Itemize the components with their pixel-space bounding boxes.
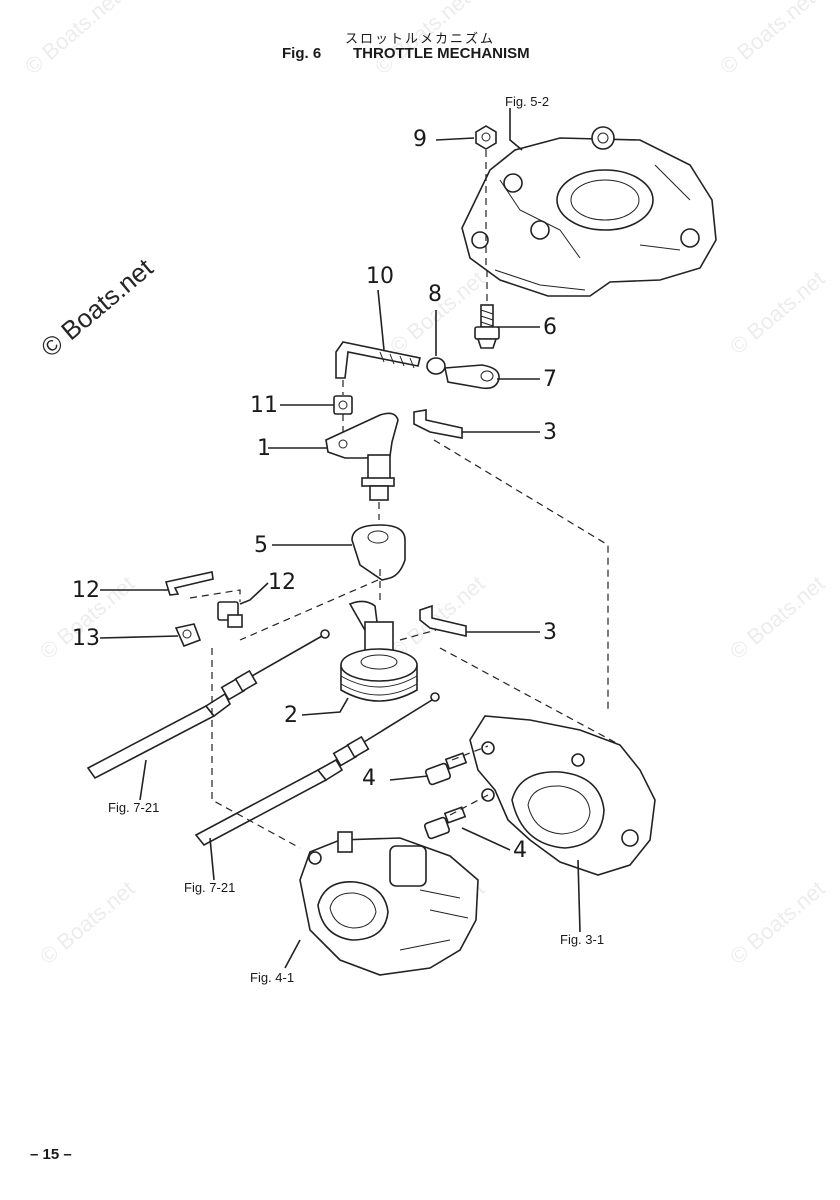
figure-label: Fig. 6 [282,45,322,62]
screw-6-part [474,304,500,349]
nut-9-part [475,125,497,150]
clip-12-small-part [217,601,243,628]
collar-5-part [351,524,406,581]
throttle-cable-lower [194,692,440,847]
callout-9: 9 [413,127,427,152]
ref-fig-7-21-upper: Fig. 7-21 [108,800,160,815]
ref-fig-4-1: Fig. 4-1 [250,970,295,985]
callout-3-lower: 3 [543,620,557,645]
throttle-cable-upper [86,629,330,780]
callout-6: 6 [543,315,557,340]
nut-11-part [333,395,353,415]
lever-1-part [325,412,399,501]
upper-housing-part [461,126,717,297]
manifold-part [469,715,656,876]
callout-5: 5 [254,533,268,558]
ref-fig-3-1: Fig. 3-1 [560,932,605,947]
rod-10-part [335,341,421,379]
washer-8-part [426,357,446,375]
callout-12-right: 12 [268,570,296,595]
callout-12-left: 12 [72,578,100,603]
swivel-13-part [174,623,202,648]
callout-13: 13 [72,626,100,651]
callout-7: 7 [543,367,557,392]
bracket-3-upper [413,409,463,439]
callout-4-lower: 4 [513,838,527,863]
title-japanese: スロットルメカニズム [344,31,495,46]
ref-fig-5-2: Fig. 5-2 [505,94,550,109]
link-7-part [444,364,500,390]
bolt-4-lower [423,806,467,840]
carburetor-part [299,831,479,976]
callout-1: 1 [257,436,271,461]
callout-11: 11 [250,393,278,418]
callout-2: 2 [284,703,298,728]
page-title: THROTTLE MECHANISM [353,45,530,62]
bolt-4-upper [424,752,468,786]
callout-3-upper: 3 [543,420,557,445]
callout-8: 8 [428,282,442,307]
clip-12-part [164,571,214,596]
page-number: – 15 – [30,1146,72,1163]
callout-4-upper: 4 [362,766,376,791]
bracket-3-lower [419,604,467,637]
pulley-2-part [340,600,418,702]
ref-fig-7-21-lower: Fig. 7-21 [184,880,236,895]
callout-10: 10 [366,264,394,289]
